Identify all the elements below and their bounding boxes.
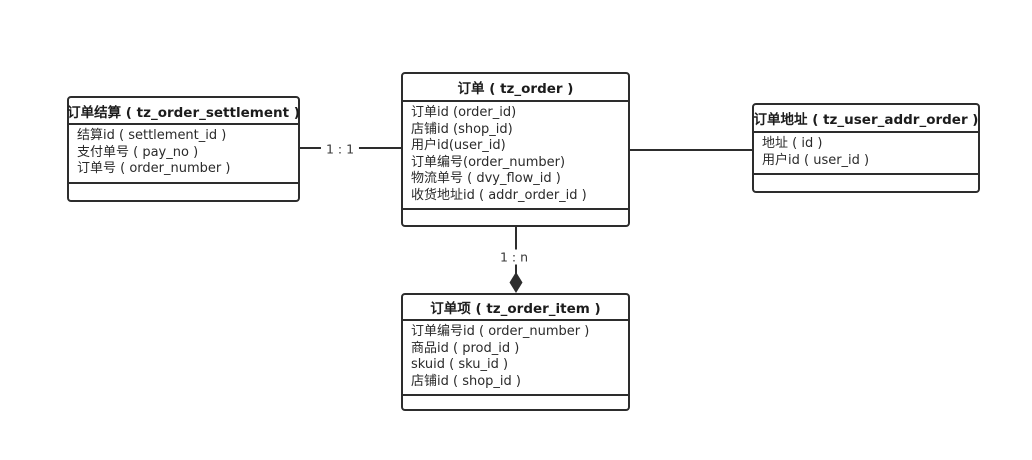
entity-order-item: 订单项 ( tz_order_item ) 订单编号id ( order_num… [401, 293, 630, 411]
entity-fields-order-item: 订单编号id ( order_number ) 商品id ( prod_id )… [403, 321, 628, 396]
entity-footer [403, 210, 628, 225]
connector-order-addr [630, 149, 752, 151]
entity-title-user-addr-order: 订单地址 ( tz_user_addr_order ) [754, 105, 978, 133]
field-order-number: 订单号 ( order_number ) [77, 161, 231, 176]
composition-diamond-icon [509, 272, 523, 293]
field-order-id: 订单id (order_id) [411, 105, 517, 120]
field-sku-id: skuid ( sku_id ) [411, 357, 509, 372]
entity-fields-order: 订单id (order_id) 店铺id (shop_id) 用户id(user… [403, 102, 628, 210]
field-prod-id: 商品id ( prod_id ) [411, 340, 520, 356]
entity-fields-order-settlement: 结算id ( settlement_id ) 支付单号 ( pay_no ) 订… [69, 125, 298, 184]
entity-title-order-settlement: 订单结算 ( tz_order_settlement ) [67, 98, 300, 125]
field-addr-id: 地址 ( id ) [762, 136, 823, 151]
field-order-number: 订单编号(order_number) [411, 154, 566, 170]
field-addr-order-id: 收货地址id ( addr_order_id ) [411, 187, 587, 203]
connector-label-1-1: 1 : 1 [320, 141, 360, 157]
field-shop-id: 店铺id ( shop_id ) [411, 373, 521, 389]
field-dvy-flow-id: 物流单号 ( dvy_flow_id ) [411, 171, 561, 186]
entity-user-addr-order: 订单地址 ( tz_user_addr_order ) 地址 ( id ) 用户… [752, 103, 980, 193]
entity-order: 订单 ( tz_order ) 订单id (order_id) 店铺id (sh… [401, 72, 630, 227]
field-order-number-id: 订单编号id ( order_number ) [411, 324, 590, 339]
entity-fields-user-addr-order: 地址 ( id ) 用户id ( user_id ) [754, 133, 978, 175]
field-user-id: 用户id(user_id) [411, 138, 506, 153]
entity-title-order-item: 订单项 ( tz_order_item ) [403, 295, 628, 321]
entity-footer [403, 396, 628, 409]
field-shop-id: 店铺id (shop_id) [411, 121, 513, 137]
entity-footer [754, 175, 978, 191]
entity-footer [69, 184, 298, 201]
entity-order-settlement: 订单结算 ( tz_order_settlement ) 结算id ( sett… [67, 96, 300, 202]
field-pay-no: 支付单号 ( pay_no ) [77, 144, 199, 160]
connector-label-1-n: 1 : n [494, 249, 534, 265]
entity-title-order: 订单 ( tz_order ) [403, 74, 628, 102]
field-settlement-id: 结算id ( settlement_id ) [77, 128, 227, 143]
field-user-id: 用户id ( user_id ) [762, 152, 870, 168]
